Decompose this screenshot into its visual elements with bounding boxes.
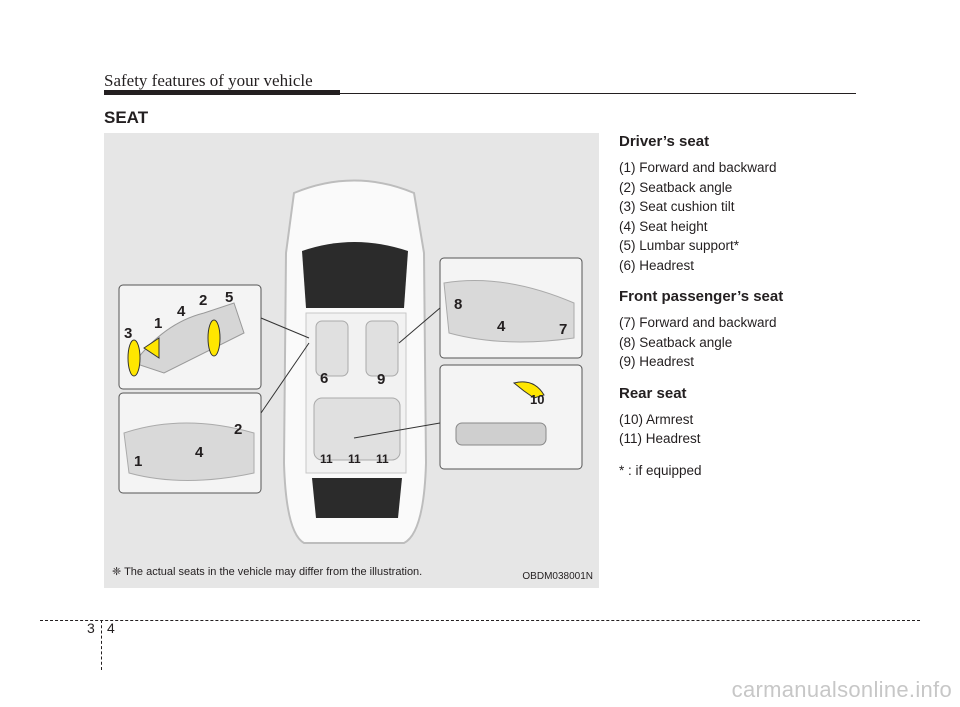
seat-legend: Driver’s seat (1) Forward and backward (… xyxy=(619,133,859,480)
list-item: (9) Headrest xyxy=(619,354,695,369)
list-item: (7) Forward and backward xyxy=(619,315,777,330)
list-item: (10) Armrest xyxy=(619,411,694,427)
callout-1: 1 xyxy=(154,315,162,332)
leader-line xyxy=(260,317,310,339)
windshield xyxy=(302,242,408,308)
page-number: 4 xyxy=(107,620,115,636)
list-item: (1) Forward and backward xyxy=(619,160,777,175)
callout-1: 1 xyxy=(134,453,142,470)
leader-line xyxy=(260,342,310,414)
list-item: (3) Seat cushion tilt xyxy=(619,199,735,214)
rear-seat-list: (10) Armrest (11) Headrest xyxy=(619,410,859,449)
seat-diagram: 1 2 3 4 5 1 2 4 6 9 11 11 11 8 4 7 10 xyxy=(118,179,583,544)
seat-illustration: 1 2 3 4 5 1 2 4 6 9 11 11 11 8 4 7 10 ❈ … xyxy=(104,133,599,588)
tilt-arrow xyxy=(127,339,141,377)
list-item: (2) Seatback angle xyxy=(619,179,733,195)
watermark: carmanualsonline.info xyxy=(731,677,952,702)
callout-7: 7 xyxy=(559,321,567,338)
footnote: * : if equipped xyxy=(619,462,702,478)
illustration-note: ❈ The actual seats in the vehicle may di… xyxy=(112,566,423,578)
callout-4: 4 xyxy=(497,318,506,335)
list-item: (6) Headrest xyxy=(619,257,695,273)
rear-seat-title: Rear seat xyxy=(619,384,687,402)
callout-4: 4 xyxy=(195,444,204,461)
header-rule-thin xyxy=(340,93,856,94)
footer-rule xyxy=(40,620,920,621)
footer-vertical-rule xyxy=(101,620,102,670)
list-item: (4) Seat height xyxy=(619,218,708,234)
callout-10: 10 xyxy=(530,392,544,407)
leader-line xyxy=(353,422,441,439)
armrest xyxy=(455,422,547,446)
callout-11: 11 xyxy=(348,452,361,466)
passenger-seat-list: (7) Forward and backward (8) Seatback an… xyxy=(619,313,859,372)
leader-line xyxy=(398,307,441,344)
header-title: Safety features of your vehicle xyxy=(104,71,313,90)
rear-seat-top xyxy=(313,397,401,461)
callout-2: 2 xyxy=(199,292,207,309)
callout-11: 11 xyxy=(320,452,333,466)
driver-seat-title: Driver’s seat xyxy=(619,133,710,150)
callout-2: 2 xyxy=(234,421,242,438)
header-rule-thick xyxy=(104,90,340,95)
seat-cushion xyxy=(123,422,255,481)
callout-3: 3 xyxy=(124,325,132,342)
rear-window xyxy=(312,478,402,518)
passenger-seat-top xyxy=(365,320,399,377)
callout-11: 11 xyxy=(376,452,389,466)
forward-arrow xyxy=(143,337,160,359)
callout-9: 9 xyxy=(377,371,385,388)
rear-armrest-inset xyxy=(439,364,583,470)
height-arrow xyxy=(207,319,221,357)
switch-panel xyxy=(133,302,245,374)
figure-code: OBDM038001N xyxy=(522,571,593,582)
chapter-number: 3 xyxy=(87,620,95,636)
callout-8: 8 xyxy=(454,296,462,313)
armrest-arrow xyxy=(512,381,545,399)
passenger-seat-title: Front passenger’s seat xyxy=(619,288,784,305)
list-item: (8) Seatback angle xyxy=(619,334,733,350)
callout-4: 4 xyxy=(177,303,186,320)
driver-seat-top xyxy=(315,320,349,377)
driver-seat-list: (1) Forward and backward (2) Seatback an… xyxy=(619,158,859,275)
list-item: (11) Headrest xyxy=(619,431,701,446)
section-title: SEAT xyxy=(104,108,149,127)
callout-6: 6 xyxy=(320,370,328,387)
passenger-cushion xyxy=(443,280,575,343)
callout-5: 5 xyxy=(225,289,233,306)
list-item: (5) Lumbar support* xyxy=(619,238,740,253)
